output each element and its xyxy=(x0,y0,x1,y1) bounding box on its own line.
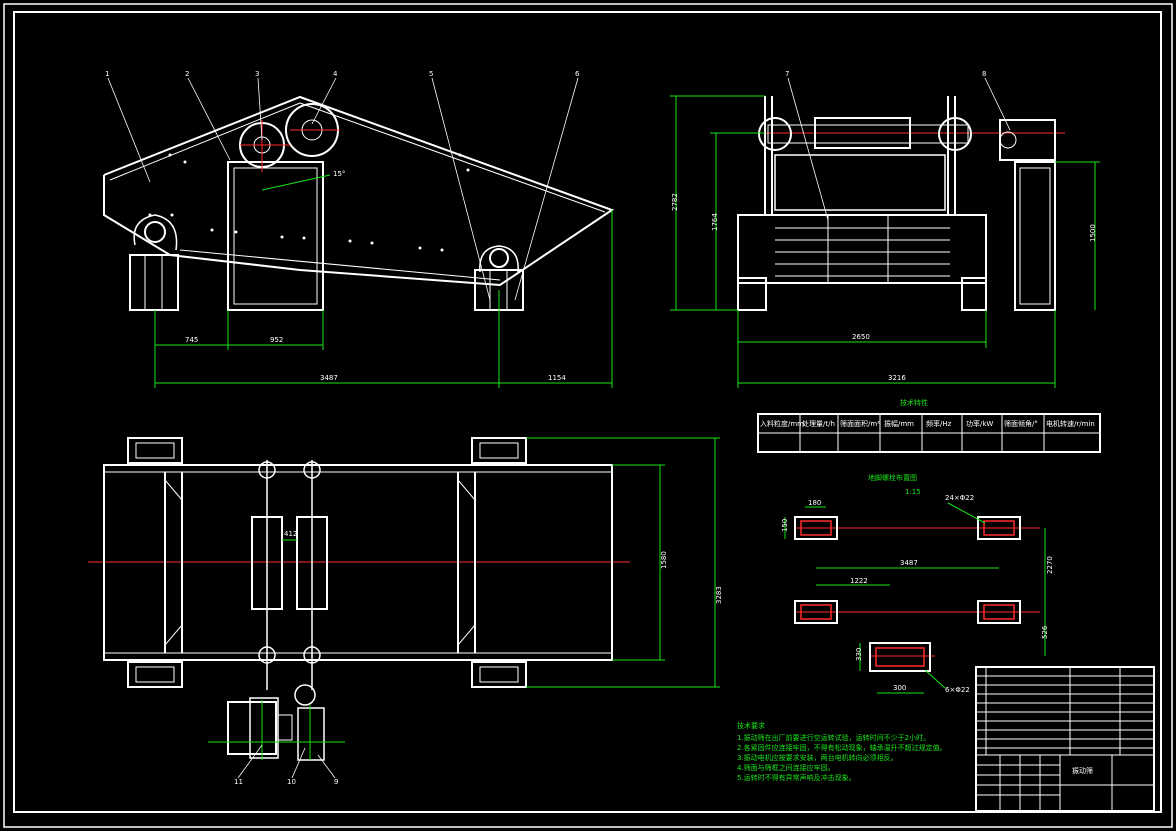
tech-header-6: 筛面倾角/° xyxy=(1004,419,1038,428)
part-label-4: 4 xyxy=(333,70,338,78)
dim-2650: 2650 xyxy=(852,333,870,341)
tech-header-2: 筛面面积/m² xyxy=(840,419,880,428)
front-view xyxy=(103,77,615,388)
side-view xyxy=(670,77,1100,388)
dim-3487-foundation: 3487 xyxy=(900,559,918,567)
part-label-11: 11 xyxy=(234,778,243,786)
note-4: 4.筛面与筛框之间连接应牢固。 xyxy=(737,763,835,772)
part-label-3: 3 xyxy=(255,70,259,78)
dim-3487-front: 3487 xyxy=(320,374,338,382)
part-label-8: 8 xyxy=(982,70,986,78)
tech-spec-table xyxy=(757,413,1101,453)
part-label-10: 10 xyxy=(287,778,296,786)
tech-table-title: 技术特性 xyxy=(900,398,928,407)
title-block-name: 振动筛 xyxy=(1072,766,1093,775)
dim-2782: 2782 xyxy=(671,193,679,211)
dim-1580: 1580 xyxy=(660,551,668,569)
tech-header-7: 电机转速/r/min xyxy=(1046,419,1095,428)
tech-header-4: 频率/Hz xyxy=(926,419,952,428)
bolt-spec-a: 24×Φ22 xyxy=(945,494,974,502)
note-5: 5.运转时不得有异常声响及冲击现象。 xyxy=(737,773,856,782)
note-3: 3.振动电机应按要求安装，两台电机转向必须相反。 xyxy=(737,753,898,762)
foundation-bolt-plan xyxy=(784,502,1046,694)
part-label-2: 2 xyxy=(185,70,189,78)
notes-title: 技术要求 xyxy=(737,721,765,730)
title-block xyxy=(975,666,1155,812)
part-label-5: 5 xyxy=(429,70,433,78)
dim-1500: 1500 xyxy=(1089,224,1097,242)
dim-745: 745 xyxy=(185,336,198,344)
dim-330: 330 xyxy=(855,648,863,661)
part-label-1: 1 xyxy=(105,70,109,78)
dim-412: 412 xyxy=(284,530,297,538)
inner-frame xyxy=(13,11,1162,813)
foundation-title: 地脚螺栓布置图 xyxy=(868,473,917,482)
tech-header-0: 入料粒度/mm xyxy=(760,419,804,428)
foundation-scale: 1:15 xyxy=(905,488,921,496)
dim-2270: 2270 xyxy=(1046,556,1054,574)
dim-angle: 15° xyxy=(333,170,345,178)
tech-header-3: 振幅/mm xyxy=(884,419,914,428)
dim-3216: 3216 xyxy=(888,374,906,382)
dim-180: 180 xyxy=(808,499,821,507)
note-2: 2.各紧固件应连接牢固，不得有松动现象，轴承温升不超过规定值。 xyxy=(737,743,947,752)
outer-frame xyxy=(3,3,1173,828)
plan-view xyxy=(88,437,720,779)
dim-526: 526 xyxy=(1041,625,1049,639)
dim-952: 952 xyxy=(270,336,283,344)
bolt-spec-b: 6×Φ22 xyxy=(945,686,970,694)
dim-1222: 1222 xyxy=(850,577,868,585)
part-label-7: 7 xyxy=(785,70,789,78)
tech-header-5: 功率/kW xyxy=(966,419,993,428)
note-1: 1.振动筛在出厂前要进行空运转试验，运转时间不少于2小时。 xyxy=(737,733,930,742)
dim-1154: 1154 xyxy=(548,374,566,382)
dim-150: 150 xyxy=(781,519,789,532)
dim-3283: 3283 xyxy=(715,586,723,604)
part-label-6: 6 xyxy=(575,70,580,78)
tech-header-1: 处理量/t/h xyxy=(802,419,835,428)
dim-300: 300 xyxy=(893,684,906,692)
dim-1764: 1764 xyxy=(711,213,719,231)
part-label-9: 9 xyxy=(334,778,338,786)
